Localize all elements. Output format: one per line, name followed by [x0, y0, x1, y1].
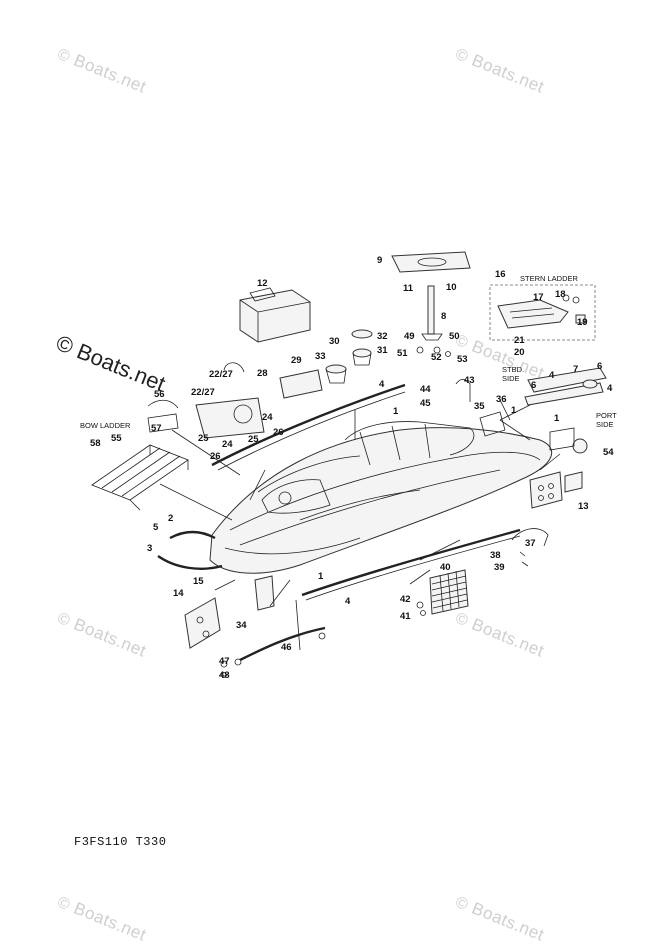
stern-ladder	[497, 299, 569, 329]
vent-grate	[429, 569, 469, 615]
callout-44: 44	[420, 384, 431, 395]
callout-29: 29	[291, 355, 302, 366]
callout-25: 25	[198, 433, 209, 444]
bumper-knob	[572, 438, 588, 454]
callout-12: 12	[257, 278, 268, 289]
callout-3: 3	[147, 543, 152, 554]
callout-10: 10	[446, 282, 457, 293]
callout-24b: 24	[222, 439, 233, 450]
callout-53: 53	[457, 354, 468, 365]
callout-39: 39	[494, 562, 505, 573]
callout-36: 36	[496, 394, 507, 405]
bow-trim	[169, 530, 216, 540]
callout-48: 48	[219, 670, 230, 681]
callout-46: 46	[281, 642, 292, 653]
callout-49: 49	[404, 331, 415, 342]
callout-17: 17	[533, 292, 544, 303]
rub-rail-upper	[211, 383, 406, 467]
callout-26: 26	[273, 427, 284, 438]
storage-bin	[279, 369, 323, 399]
callout-11: 11	[403, 283, 414, 294]
callout-52: 52	[431, 352, 442, 363]
platform-bracket	[527, 367, 607, 393]
callout-24: 24	[262, 412, 273, 423]
callout-18: 18	[555, 289, 566, 300]
stbd-side-label: STBD.SIDE	[502, 365, 524, 383]
callout-1d: 1	[318, 571, 324, 582]
callout-40: 40	[440, 562, 451, 573]
callout-2: 2	[168, 513, 173, 524]
callout-20: 20	[514, 347, 525, 358]
callout-9: 9	[377, 255, 382, 266]
grab-rail	[239, 626, 326, 662]
callout-19: 19	[577, 317, 588, 328]
callout-50: 50	[449, 331, 460, 342]
leader-lines	[159, 404, 561, 651]
callout-7: 7	[573, 364, 578, 375]
callout-25b: 25	[248, 434, 259, 445]
callout-33: 33	[315, 351, 326, 362]
callout-23: 22/27	[209, 369, 233, 380]
pedestal-post	[427, 285, 435, 335]
callout-1b: 1	[511, 405, 517, 416]
callout-57: 57	[151, 423, 162, 434]
callout-16: 16	[495, 269, 506, 280]
callout-22-27: 22/27	[191, 387, 215, 398]
hinge-bracket	[184, 597, 221, 649]
callout-1: 1	[393, 406, 399, 417]
cup-holder	[325, 364, 347, 374]
callout-5: 5	[153, 522, 159, 533]
callout-42: 42	[400, 594, 411, 605]
mount-plate	[529, 471, 563, 509]
callout-43: 43	[464, 375, 475, 386]
callout-4b: 4	[549, 370, 555, 381]
stern-ladder-label: STERN LADDER	[520, 274, 579, 283]
callout-21: 21	[514, 335, 525, 346]
callout-6b: 6	[597, 361, 602, 372]
bow-trim-lower	[157, 555, 223, 570]
callout-34: 34	[236, 620, 247, 631]
callout-35: 35	[474, 401, 485, 412]
callout-8: 8	[441, 311, 446, 322]
callout-58: 58	[90, 438, 101, 449]
callout-14: 14	[173, 588, 184, 599]
callout-31: 31	[377, 345, 388, 356]
bow-ladder-label: BOW LADDER	[80, 421, 131, 430]
callout-41: 41	[400, 611, 411, 622]
callout-4: 4	[379, 379, 385, 390]
callout-54: 54	[603, 447, 614, 458]
callout-26b: 26	[210, 451, 221, 462]
callout-55: 55	[111, 433, 122, 444]
bow-ladder	[91, 399, 189, 511]
callout-4c: 4	[607, 383, 613, 394]
callout-13: 13	[578, 501, 589, 512]
boat-hull	[209, 421, 552, 574]
callout-30: 30	[329, 336, 340, 347]
callout-32: 32	[377, 331, 388, 342]
console-panel	[195, 397, 265, 439]
callout-1c: 1	[554, 413, 560, 424]
callout-51: 51	[397, 348, 408, 359]
hatch-cover	[391, 251, 471, 273]
stern-ladder-box	[489, 284, 596, 341]
callout-4d: 4	[345, 596, 351, 607]
rivet-cap	[575, 314, 586, 324]
callout-28: 28	[257, 368, 268, 379]
callout-6: 6	[531, 380, 536, 391]
callout-labels: 9 12 11 10 8 49 50 51 52 53 30 32 31 33 …	[90, 255, 614, 681]
callout-37: 37	[525, 538, 536, 549]
callout-38: 38	[490, 550, 501, 561]
rub-rail-lower	[301, 528, 521, 597]
callout-56: 56	[154, 389, 165, 400]
diagram-code: F3FS110 T330	[74, 835, 167, 849]
cooler	[239, 287, 311, 343]
callout-47: 47	[219, 656, 230, 667]
callout-15: 15	[193, 576, 204, 587]
callout-45: 45	[420, 398, 431, 409]
